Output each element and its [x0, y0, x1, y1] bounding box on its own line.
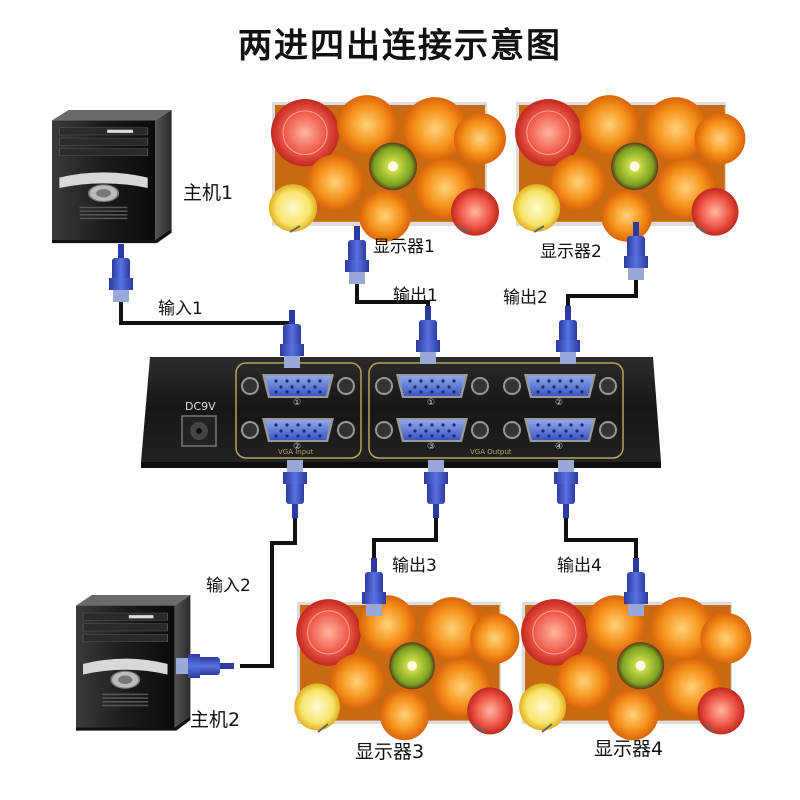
monitor-3-label: 显示器3 — [355, 741, 425, 763]
port-number-out-4: ④ — [555, 442, 564, 452]
monitor-2 — [512, 94, 746, 243]
cable-input-1 — [119, 280, 294, 335]
port-number-out-2: ② — [555, 398, 564, 408]
vga-plug-input2 — [283, 460, 307, 518]
host-2-tower — [75, 594, 192, 732]
vga-plug-output2 — [556, 306, 580, 364]
cable-label-output-1: 输出1 — [393, 286, 438, 306]
vga-plug-host1 — [109, 244, 133, 302]
monitor-2-label: 显示器2 — [540, 242, 602, 262]
port-number-in-1: ① — [293, 398, 302, 408]
cable-input-2 — [240, 500, 297, 668]
cable-label-input-2: 输入2 — [206, 576, 251, 596]
vga-output-label: VGA Output — [470, 448, 512, 456]
port-number-out-3: ③ — [427, 442, 436, 452]
monitor-4-label: 显示器4 — [594, 738, 664, 760]
vga-plug-output3 — [424, 460, 448, 518]
host-1-tower — [51, 109, 173, 245]
port-number-out-1: ① — [427, 398, 436, 408]
power-label: DC9V — [185, 400, 216, 413]
monitor-1-label: 显示器1 — [373, 237, 435, 257]
cable-label-output-3: 输出3 — [392, 556, 437, 576]
host-1-label: 主机1 — [183, 182, 234, 204]
vga-splitter-device — [141, 357, 661, 468]
vga-plug-output4 — [554, 460, 578, 518]
port-number-in-2: ② — [293, 442, 302, 452]
output-port-frame — [368, 362, 624, 459]
cable-label-output-2: 输出2 — [503, 288, 548, 308]
host-2-label: 主机2 — [190, 709, 241, 731]
vga-plug-output1 — [416, 306, 440, 364]
monitor-4 — [518, 594, 752, 741]
vga-input-label: VGA Input — [278, 448, 314, 456]
cable-output-2 — [566, 258, 638, 330]
cable-label-output-4: 输出4 — [557, 556, 602, 576]
diagram-title: 两进四出连接示意图 — [238, 26, 562, 66]
cable-label-input-1: 输入1 — [158, 299, 203, 319]
monitor-1 — [268, 94, 507, 243]
vga-plug-monitor1 — [345, 226, 369, 284]
monitor-3 — [293, 594, 520, 741]
